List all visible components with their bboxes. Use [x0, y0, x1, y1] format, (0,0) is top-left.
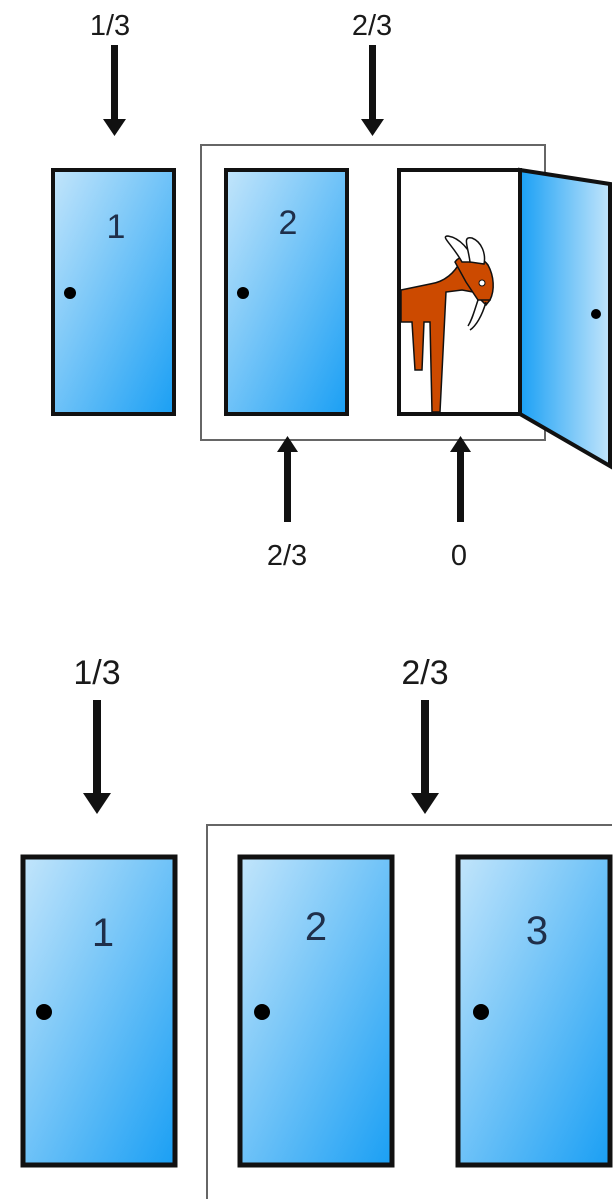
door-knob: [36, 1004, 52, 1020]
door-knob: [591, 309, 601, 319]
bottom-group-prob-label: 2/3: [401, 654, 448, 692]
bottom-door1-prob-label: 1/3: [73, 654, 120, 692]
door-knob: [237, 287, 249, 299]
top-door-3-open: [397, 167, 612, 470]
top-group-prob-label: 2/3: [352, 10, 392, 42]
top-door3-prob-label: 0: [451, 540, 467, 572]
door-knob: [254, 1004, 270, 1020]
bottom-door-1: 1: [20, 854, 178, 1168]
bottom-group-arrow: [411, 700, 439, 814]
bottom-door1-number: 1: [92, 911, 114, 955]
open-door-leaf: [518, 167, 612, 470]
bottom-door-2: 2: [237, 854, 395, 1168]
door-knob: [64, 287, 76, 299]
top-door1-number: 1: [107, 208, 126, 246]
top-panel: 1/3 2/3 1 2: [51, 10, 612, 572]
bottom-door3-number: 3: [526, 909, 548, 953]
top-door-2: 2: [224, 168, 349, 416]
top-door2-number: 2: [279, 204, 298, 242]
door-knob: [473, 1004, 489, 1020]
bottom-group-frame: [206, 824, 612, 1199]
bottom-door1-arrow: [83, 700, 111, 814]
top-door1-arrow: [103, 45, 126, 136]
top-door1-prob-label: 1/3: [90, 10, 130, 42]
top-door2-prob-label: 2/3: [267, 540, 307, 572]
top-door-1: 1: [51, 168, 176, 416]
bottom-door2-number: 2: [305, 905, 327, 949]
top-door2-up-arrow: [277, 436, 298, 522]
bottom-panel: 1/3 2/3 1 2 3: [20, 654, 613, 1199]
bottom-door-3: 3: [455, 854, 613, 1168]
top-door3-up-arrow: [450, 436, 471, 522]
goat-icon: [400, 235, 494, 413]
top-group-arrow: [361, 45, 384, 136]
